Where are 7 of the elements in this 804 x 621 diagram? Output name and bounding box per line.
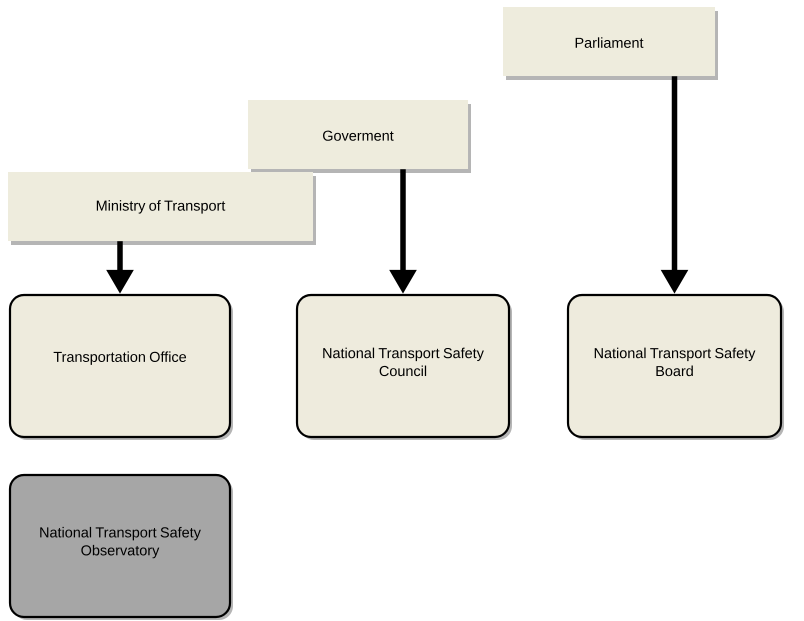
rounded-box: Transportation Office — [8, 294, 233, 440]
rounded-box: National Transport Safety Board — [566, 294, 784, 440]
label-band: Ministry of Transport — [8, 172, 316, 245]
label-band: Parliament — [503, 7, 718, 80]
label-band: Goverment — [248, 100, 471, 173]
rounded-box: National Transport Safety Observatory — [8, 474, 233, 620]
rounded-box: National Transport Safety Council — [296, 294, 512, 440]
